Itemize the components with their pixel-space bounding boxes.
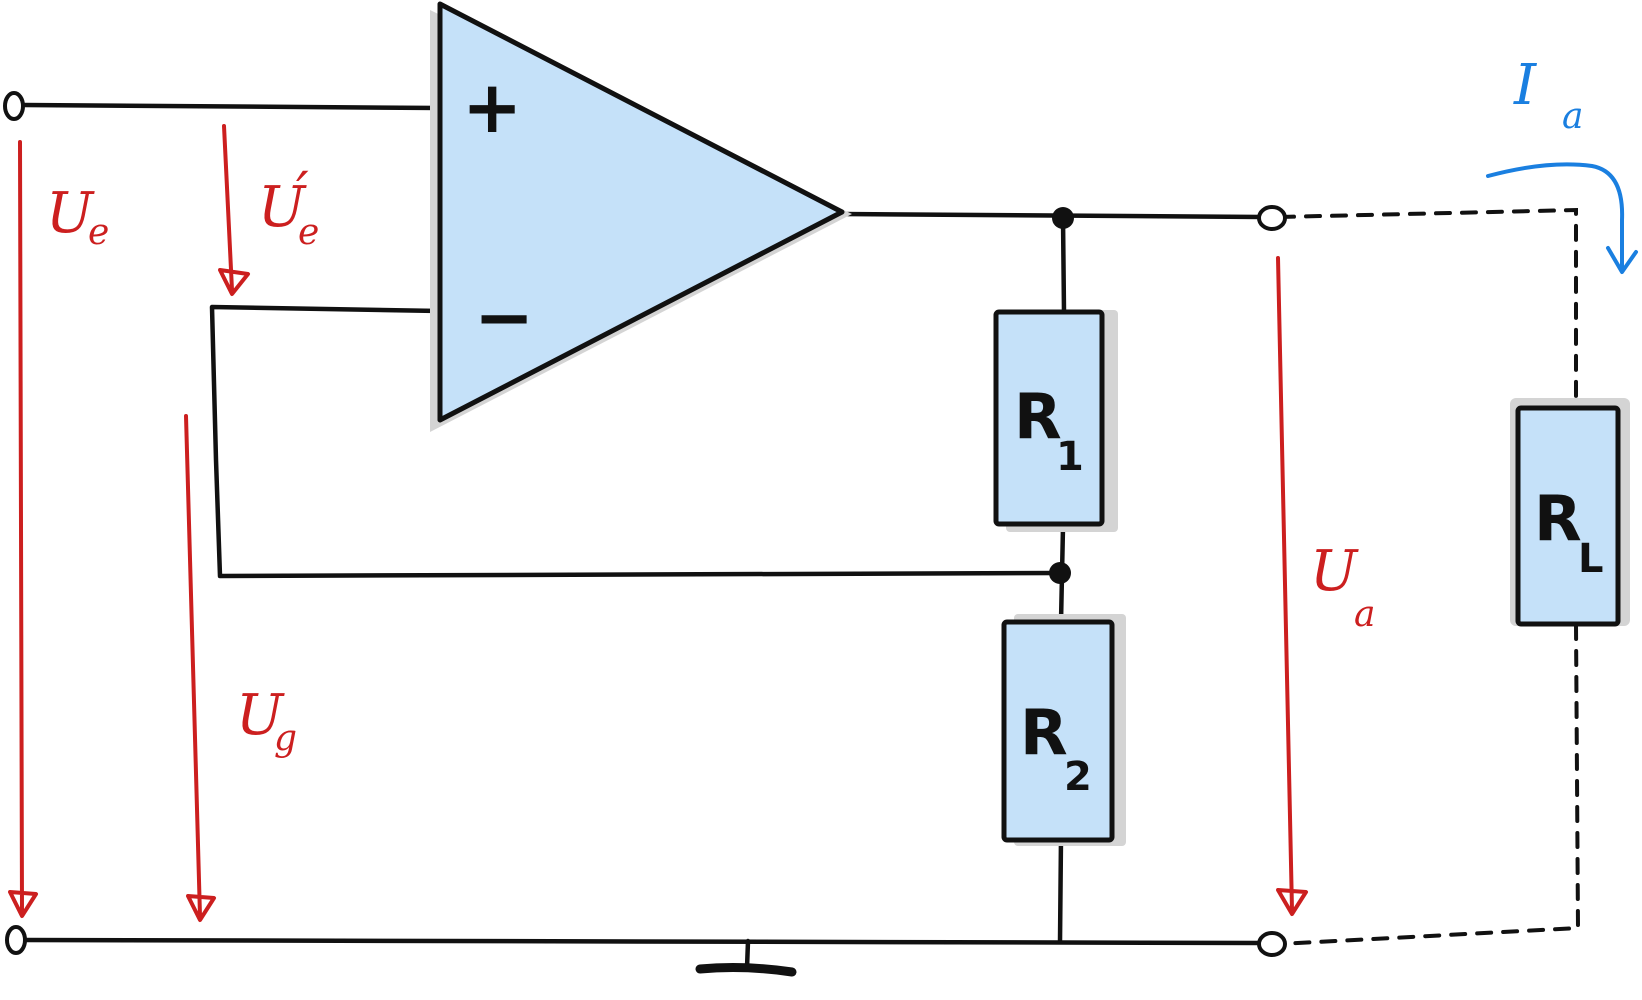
op-amp-body (437, 1, 845, 423)
resistor-r2: R 2 (1001, 614, 1126, 846)
wire-r1-top (1060, 215, 1067, 315)
rl-body (1515, 405, 1621, 627)
terminal-input-bottom (5, 925, 27, 955)
node-feedback (1049, 562, 1071, 584)
op-amp-minus-sign: − (474, 275, 534, 359)
ua-arrow (1276, 256, 1308, 916)
ia-subscript: a (1562, 96, 1583, 137)
ug-subscript: g (274, 718, 297, 759)
node-output (1052, 207, 1074, 229)
current-ia: I a (1486, 53, 1638, 274)
ue-subscript: e (88, 212, 109, 253)
r1-label: R (1014, 380, 1062, 453)
terminal-input-top (3, 91, 25, 121)
r1-subscript: 1 (1056, 434, 1084, 480)
ground-symbol (695, 963, 797, 977)
wire-output (839, 211, 1265, 220)
ue-prime-label: U (258, 175, 307, 240)
ug-label: U (236, 683, 285, 748)
voltage-ue-prime: U ′ e (218, 124, 319, 296)
ia-arrow (1486, 162, 1638, 274)
load-wiring (1278, 207, 1581, 946)
op-amp-plus-sign: + (462, 65, 522, 149)
r2-body (1001, 619, 1115, 843)
r1-body (993, 309, 1105, 527)
wire-feedback-loop (209, 304, 1063, 579)
rl-subscript: L (1578, 536, 1604, 582)
voltage-ua: U a (1276, 256, 1375, 916)
wire-r2-bottom (1057, 835, 1064, 945)
ue-label: U (46, 181, 95, 246)
ue-prime-arrow (218, 124, 250, 296)
r2-label: R (1020, 696, 1068, 769)
ua-label: U (1310, 539, 1359, 604)
load-wire-bottom (1278, 623, 1581, 946)
voltage-ue: U e (8, 140, 109, 918)
terminal-output-top (1257, 205, 1287, 231)
ue-arrow (8, 140, 38, 918)
wire-ground-rail (21, 937, 1265, 946)
ia-label: I (1513, 53, 1538, 118)
voltage-ug: U g (184, 414, 297, 922)
r2-subscript: 2 (1064, 754, 1092, 800)
wires (21, 102, 1265, 977)
wire-input-top (21, 102, 443, 111)
resistor-rl: R L (1510, 398, 1630, 627)
ue-prime-subscript: e (298, 212, 319, 253)
terminal-output-bottom (1257, 931, 1287, 957)
terminals (3, 91, 1287, 957)
ue-prime-mark: ′ (296, 161, 309, 226)
load-wire-top (1278, 207, 1578, 407)
ug-arrow (184, 414, 216, 922)
op-amp: + − (430, 1, 852, 432)
voltage-arrows: U e U ′ e U g U a (8, 124, 1375, 922)
resistor-r1: R 1 (993, 309, 1118, 532)
ua-subscript: a (1354, 594, 1375, 635)
rl-label: R (1534, 482, 1582, 555)
